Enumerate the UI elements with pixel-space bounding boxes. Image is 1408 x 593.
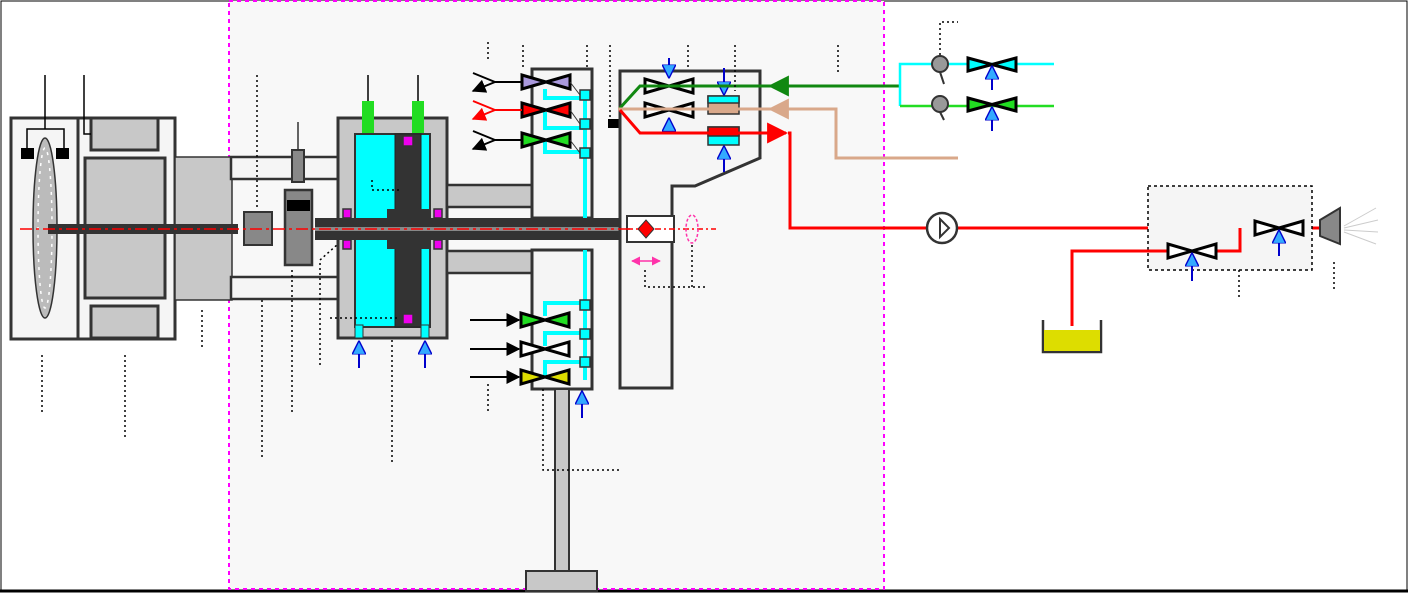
check-valve-stem	[939, 111, 945, 121]
valve-u3[interactable]	[520, 131, 572, 149]
upper-rail	[229, 155, 340, 181]
seal-left-lower	[342, 239, 352, 250]
spindle-rail-upper	[445, 183, 534, 209]
red-main-line	[788, 131, 1320, 230]
upper-feed-arrows	[473, 72, 522, 149]
valve-icon	[519, 340, 571, 358]
valve-icon	[520, 73, 572, 91]
seal-left	[342, 208, 352, 219]
support-base	[525, 570, 598, 592]
port-l2	[579, 328, 591, 340]
fork-arrow-2	[473, 100, 522, 119]
inlet-nozzle-left	[362, 101, 374, 133]
valve-u3-link	[569, 139, 581, 154]
check-valve-icon	[931, 95, 949, 113]
check-valve-top[interactable]	[931, 55, 949, 85]
port-bottom-right	[420, 324, 430, 339]
valve-u1[interactable]	[520, 73, 572, 91]
spindle-rail-lower	[445, 249, 534, 275]
bearing-cap	[287, 200, 310, 211]
valve-u2[interactable]	[520, 101, 572, 119]
check-valve-bottom[interactable]	[931, 95, 949, 121]
valve-icon	[1253, 219, 1305, 237]
fork-arrow-3	[473, 130, 522, 149]
spray-module	[1070, 185, 1379, 326]
green-branch	[618, 84, 772, 110]
nozzle-icon	[1319, 206, 1341, 246]
port-u3	[579, 147, 591, 159]
inlet-nozzle-right	[412, 101, 424, 133]
port-u2	[579, 118, 591, 130]
pump[interactable]	[925, 211, 959, 245]
motor-bottom-pole	[89, 304, 160, 340]
motor-lead	[83, 75, 91, 135]
port-bottom-left	[354, 324, 364, 339]
lower-rail	[229, 275, 340, 301]
check-valve-stem	[939, 71, 945, 85]
valve-icon	[520, 101, 572, 119]
port-l3	[579, 356, 591, 368]
drain-line	[1070, 228, 1242, 326]
spindle-rails	[445, 183, 534, 275]
sensor-pad	[608, 119, 619, 128]
red-outflow-line	[618, 109, 789, 144]
leader-lines	[41, 21, 1335, 471]
rotation-arrow-icon	[685, 214, 699, 244]
pump-arrow	[939, 216, 951, 240]
valve-icon	[1166, 242, 1218, 260]
supply-valve-cyan[interactable]	[966, 56, 1018, 73]
seal-right	[433, 208, 443, 219]
support-column	[554, 388, 570, 573]
valve-l1[interactable]	[519, 311, 571, 329]
valve-l3[interactable]	[519, 368, 571, 386]
supply-valve-green[interactable]	[966, 96, 1018, 113]
tank-liquid	[1044, 330, 1100, 351]
spray-lines	[1343, 207, 1379, 245]
valve-u1-link	[569, 81, 581, 96]
tank-icon	[1041, 320, 1103, 354]
valve-icon	[519, 311, 571, 329]
motor-top-pole	[89, 116, 160, 152]
collection-tank	[1041, 320, 1103, 354]
seal-bottom	[402, 313, 414, 325]
lower-cyan-channels	[543, 250, 587, 380]
tan-heater-cap	[707, 95, 740, 104]
port-l1	[579, 299, 591, 311]
valve-icon	[519, 368, 571, 386]
seal-right-lower	[433, 239, 443, 250]
valve-u2-link	[569, 109, 581, 125]
valve-icon	[966, 96, 1018, 113]
check-valve-icon	[931, 55, 949, 73]
tan-supply-line	[767, 98, 958, 160]
sensor-left	[21, 148, 34, 159]
valve-l2[interactable]	[519, 340, 571, 358]
valve-icon	[966, 56, 1018, 73]
valve-icon	[520, 131, 572, 149]
seal-top	[402, 135, 414, 147]
port-u1	[579, 89, 591, 101]
upper-cyan-channels	[543, 89, 587, 218]
spray-valve[interactable]	[1253, 219, 1305, 237]
probe-head	[291, 149, 305, 183]
fork-arrow-1	[473, 72, 522, 91]
drain-valve[interactable]	[1166, 242, 1218, 260]
sensor-right	[56, 148, 69, 159]
supply-branch	[898, 55, 1054, 131]
